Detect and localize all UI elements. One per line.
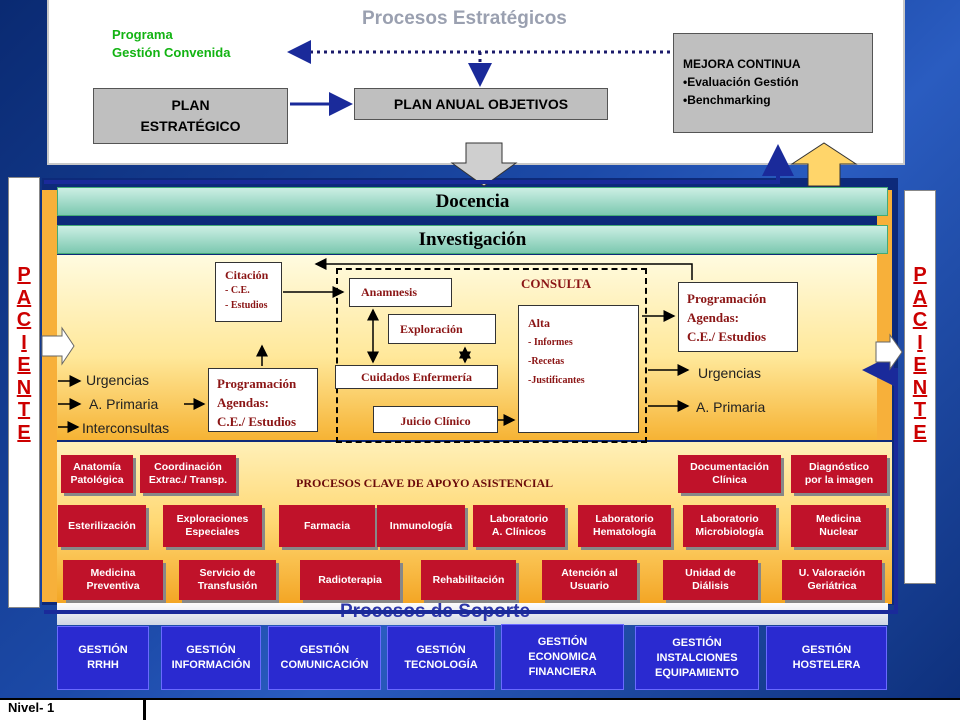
consulta-dashed-box [336,268,647,443]
anamnesis-box: Anamnesis [349,278,452,307]
apoyo-laboratorio-microbiologia: Laboratorio Microbiología [683,505,776,547]
juicio-clinico-box: Juicio Clínico [373,406,498,433]
apoyo-radioterapia: Radioterapia [300,560,400,600]
plan-anual-box: PLAN ANUAL OBJETIVOS [354,88,608,120]
alta-box: Alta - Informes -Recetas -Justificantes [518,305,639,433]
investigacion-band: Investigación [57,225,888,254]
apoyo-documentacion-clinica: Documentación Clínica [678,455,781,493]
mejora-continua-box: MEJORA CONTINUA •Evaluación Gestión •Ben… [673,33,873,133]
gestion-economica-financiera: GESTIÓN ECONOMICA FINANCIERA [501,624,624,690]
apoyo-farmacia: Farmacia [279,505,375,547]
input-a-primaria: A. Primaria [89,396,159,412]
feedback-line-right [44,354,898,614]
cuidados-enfermeria-box: Cuidados Enfermería [335,365,498,389]
down-block-arrow [450,142,518,187]
apoyo-valoracion-geriatrica: U. Valoración Geriátrica [782,560,882,600]
apoyo-unidad-dialisis: Unidad de Diálisis [663,560,758,600]
apoyo-coordinacion-extrac: Coordinación Extrac./ Transp. [140,455,236,493]
input-interconsultas: Interconsultas [82,420,170,436]
apoyo-esterilizacion: Esterilización [58,505,146,547]
up-block-arrow [790,142,858,187]
nivel-label: Nivel- 1 [8,700,55,715]
paciente-left-banner: P A C I E N T E [8,177,40,608]
apoyo-medicina-preventiva: Medicina Preventiva [63,560,163,600]
apoyo-inmunologia: Inmunología [377,505,465,547]
programacion-agendas-left: Programación Agendas: C.E./ Estudios [208,368,318,432]
apoyo-anatomia-patologica: Anatomía Patológica [61,455,133,493]
apoyo-atencion-usuario: Atención al Usuario [542,560,637,600]
left-orange-strip [42,190,57,602]
feedback-line-top [44,144,794,184]
apoyo-exploraciones-especiales: Exploraciones Especiales [163,505,262,547]
apoyo-rehabilitacion: Rehabilitación [421,560,516,600]
patient-in-arrow [41,326,75,366]
exploracion-box: Exploración [388,314,496,344]
apoyo-medicina-nuclear: Medicina Nuclear [791,505,886,547]
paciente-right-banner: P A C I E N T E [904,190,936,584]
gestion-rrhh: GESTIÓN RRHH [57,626,149,690]
footer-separator [143,698,146,720]
apoyo-diagnostico-imagen: Diagnóstico por la imagen [791,455,887,493]
gestion-instalaciones-equipamiento: GESTIÓN INSTALCIONES EQUIPAMIENTO [635,626,759,690]
consulta-label: CONSULTA [521,276,592,291]
gestion-tecnologia: GESTIÓN TECNOLOGÍA [387,626,495,690]
output-a-primaria: A. Primaria [696,399,766,415]
apoyo-servicio-transfusion: Servicio de Transfusión [179,560,276,600]
plan-estrategico-box: PLAN ESTRATÉGICO [93,88,288,144]
apoyo-laboratorio-clinicos: Laboratorio A. Clínicos [473,505,565,547]
gestion-hostelera: GESTIÓN HOSTELERA [766,626,887,690]
gestion-informacion: GESTIÓN INFORMACIÓN [161,626,261,690]
programa-gestion-label: Programa Gestión Convenida [112,27,231,60]
programacion-agendas-right: Programación Agendas: C.E./ Estudios [678,282,798,352]
input-urgencias: Urgencias [86,372,150,388]
output-urgencias: Urgencias [698,365,762,381]
docencia-band: Docencia [57,187,888,216]
patient-out-arrow [875,333,903,371]
apoyo-laboratorio-hematologia: Laboratorio Hematología [578,505,671,547]
strategic-title: Procesos Estratégicos [362,8,567,29]
apoyo-title: PROCESOS CLAVE DE APOYO ASISTENCIAL [296,476,554,490]
gestion-comunicacion: GESTIÓN COMUNICACIÓN [268,626,381,690]
footer-bar [0,698,960,720]
citacion-box: Citación - C.E. - Estudios [215,262,282,322]
